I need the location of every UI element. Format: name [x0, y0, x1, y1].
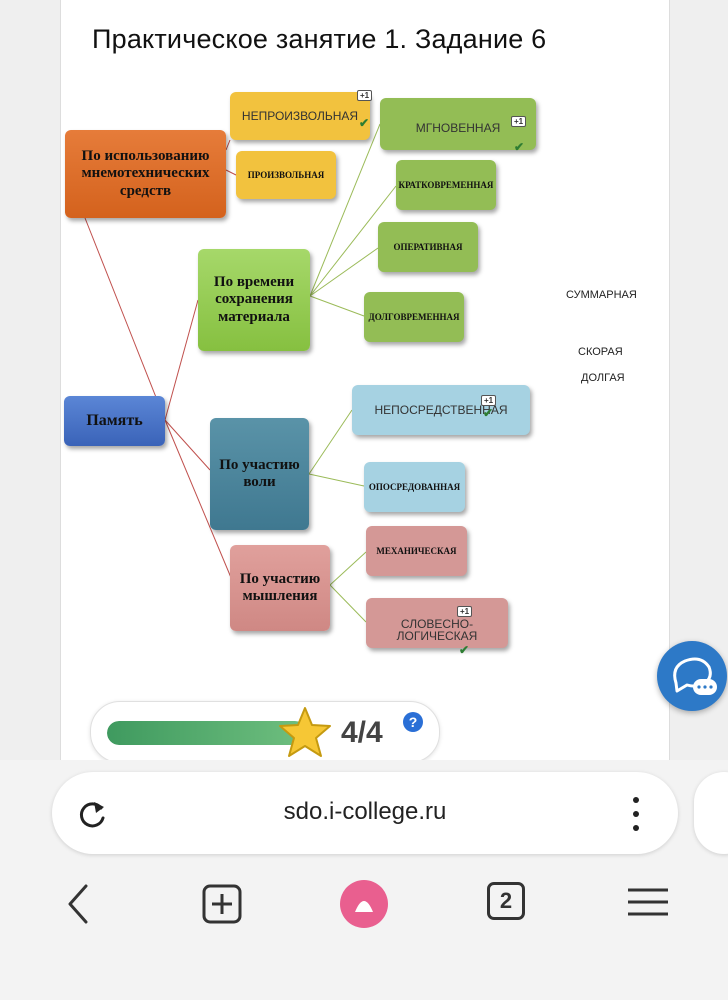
option-fast[interactable]: СКОРАЯ [578, 346, 623, 358]
node-mnemotechnic: По использованию мнемотехнических средст… [65, 130, 226, 218]
chat-button[interactable] [657, 641, 727, 711]
next-tab-preview[interactable] [694, 772, 728, 854]
node-will: По участию воли [210, 418, 309, 530]
progress-widget: 4/4 ? [90, 701, 440, 763]
menu-icon[interactable] [626, 884, 670, 920]
answer-short-term[interactable]: КРАТКОВРЕМЕННАЯ [396, 160, 496, 210]
chat-icon [673, 657, 717, 695]
check-icon: ✔ [483, 406, 494, 420]
progress-bar-fill [107, 721, 307, 745]
node-retention-time: По времени сохранения материала [198, 249, 310, 351]
answer-long-term[interactable]: ДОЛГОВРЕМЕННАЯ [364, 292, 464, 342]
mindmap-connectors [84, 123, 397, 623]
answer-direct[interactable]: НЕПОСРЕДСТВЕННАЯ [352, 385, 530, 435]
url-text[interactable]: sdo.i-college.ru [283, 798, 447, 825]
plus-one-badge: +1 [481, 395, 497, 406]
answer-verbal-logical[interactable]: СЛОВЕСНО-ЛОГИЧЕСКАЯ [366, 598, 508, 648]
tabs-button[interactable]: 2 [487, 882, 525, 920]
option-long[interactable]: ДОЛГАЯ [581, 372, 625, 384]
help-icon[interactable]: ? [403, 712, 423, 732]
score-text: 4/4 [341, 716, 383, 749]
reload-icon[interactable] [74, 796, 110, 832]
node-memory-root: Память [64, 396, 165, 446]
node-thinking: По участию мышления [230, 545, 330, 631]
new-tab-icon[interactable] [200, 882, 244, 926]
check-icon: ✔ [459, 643, 470, 657]
page-title: Практическое занятие 1. Задание 6 [92, 24, 547, 54]
plus-one-badge: +1 [457, 606, 473, 617]
star-icon [279, 707, 331, 757]
plus-one-badge: +1 [511, 116, 527, 127]
plus-one-badge: +1 [357, 90, 373, 101]
answer-instant[interactable]: МГНОВЕННАЯ [380, 98, 536, 150]
check-icon: ✔ [514, 140, 525, 154]
browser-bottom-bar: sdo.i-college.ru 2 [0, 760, 728, 1000]
option-summary[interactable]: СУММАРНАЯ [566, 289, 637, 301]
answer-mediated[interactable]: ОПОСРЕДОВАННАЯ [364, 462, 465, 512]
more-vert-icon[interactable] [626, 796, 646, 832]
answer-voluntary[interactable]: ПРОИЗВОЛЬНАЯ [236, 151, 336, 199]
tab-count: 2 [499, 888, 513, 913]
answer-mechanical[interactable]: МЕХАНИЧЕСКАЯ [366, 526, 467, 576]
back-icon[interactable] [62, 882, 94, 926]
answer-involuntary[interactable]: НЕПРОИЗВОЛЬНАЯ [230, 92, 370, 140]
progress-bar [107, 721, 307, 745]
alice-icon[interactable] [338, 878, 390, 930]
answer-operative[interactable]: ОПЕРАТИВНАЯ [378, 222, 478, 272]
address-bar[interactable]: sdo.i-college.ru [52, 772, 678, 854]
check-icon: ✔ [359, 116, 370, 130]
